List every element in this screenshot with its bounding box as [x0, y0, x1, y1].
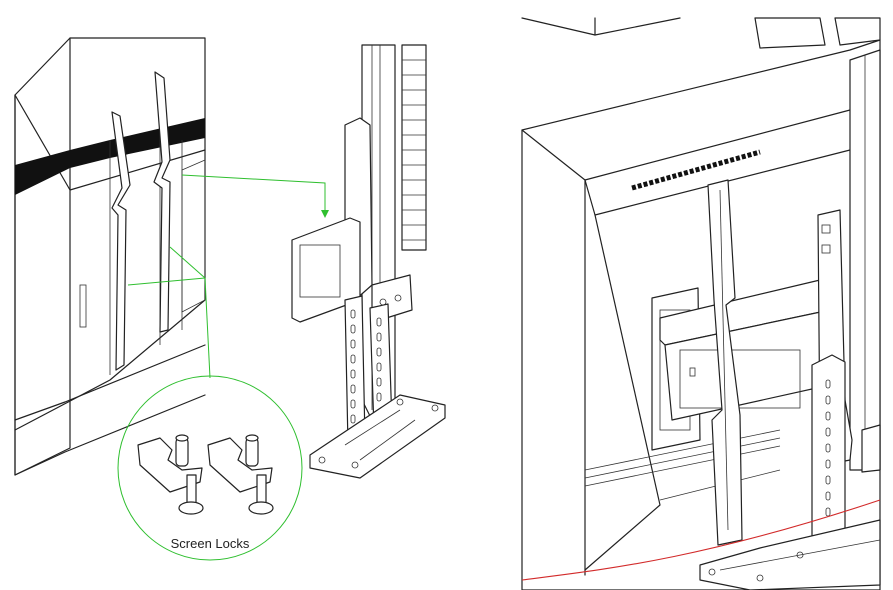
perforated-upright-right	[811, 354, 881, 559]
perforated-uprights	[344, 295, 393, 446]
tv-bracket-vertical	[707, 179, 743, 546]
screen-lock-1	[137, 434, 204, 515]
cable-chain	[401, 44, 427, 251]
right-panel	[521, 17, 881, 590]
ceiling-block	[521, 17, 681, 36]
floor-line	[521, 499, 881, 581]
cabinet	[14, 37, 206, 476]
base-plate	[309, 394, 446, 479]
screen-locks-label: Screen Locks	[171, 536, 250, 551]
mount-rail	[659, 279, 831, 421]
screen-locks-callout: Screen Locks	[117, 375, 303, 561]
vent-top	[631, 149, 761, 191]
screen-bracket-left	[111, 111, 131, 371]
callout-lines	[127, 174, 329, 379]
lift-column-right	[754, 17, 881, 471]
left-panel: Screen Locks	[14, 37, 446, 561]
screen-lock-2	[207, 434, 274, 515]
screen-bracket-right	[153, 71, 171, 333]
base-plate-right	[699, 519, 881, 590]
